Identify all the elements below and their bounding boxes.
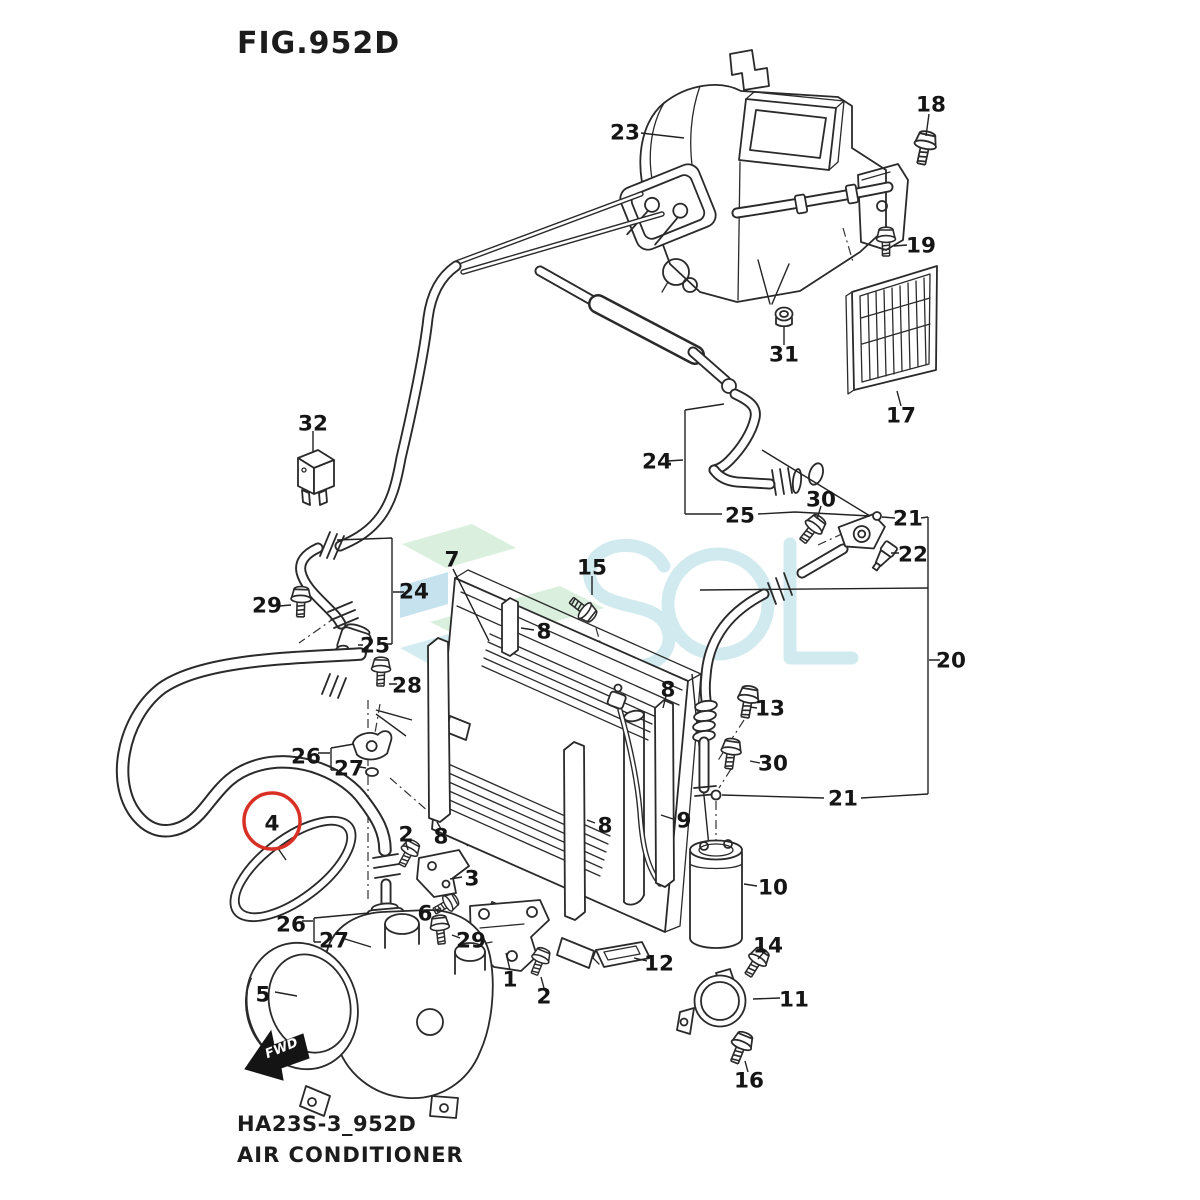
part-label-24: 24: [642, 450, 672, 475]
part-label-3: 3: [465, 867, 480, 892]
part-label-27: 27: [319, 929, 349, 954]
part-label-7: 7: [445, 548, 460, 573]
part-label-21: 21: [828, 787, 858, 812]
part-label-22: 22: [898, 543, 928, 568]
cabin-filter: [845, 265, 938, 395]
part-label-26: 26: [276, 913, 306, 938]
part-label-31: 31: [769, 343, 799, 368]
part-label-32: 32: [298, 412, 328, 437]
part-label-29: 29: [456, 929, 486, 954]
figure-code: HA23S-3_952D: [237, 1112, 417, 1136]
pipe-joint-clamp-26: [351, 730, 393, 761]
part-label-30: 30: [806, 488, 836, 513]
suction-hose: [115, 647, 407, 964]
condenser: [427, 569, 702, 969]
nut-31: [774, 306, 794, 328]
part-label-9: 9: [677, 809, 692, 834]
heater-unit: [619, 49, 909, 305]
part-label-30: 30: [758, 752, 788, 777]
part-label-13: 13: [755, 697, 785, 722]
part-label-25: 25: [725, 504, 755, 529]
part-label-8: 8: [598, 814, 613, 839]
fwd-arrow: FWD: [244, 1029, 310, 1081]
part-label-8: 8: [537, 620, 552, 645]
bolt-28: [370, 656, 392, 688]
part-label-5: 5: [256, 983, 271, 1008]
part-label-18: 18: [916, 93, 946, 118]
o-ring-21: [808, 462, 824, 486]
bolt-18: [909, 128, 940, 168]
o-ring-27-upper: [365, 767, 379, 777]
part-label-20: 20: [936, 649, 966, 674]
receiver-drier: [689, 839, 743, 949]
pressure-switch-22: [871, 540, 898, 572]
bolt-16: [723, 1028, 757, 1068]
part-label-10: 10: [758, 876, 788, 901]
figure-name: AIR CONDITIONER: [237, 1143, 464, 1167]
figure-title: FIG.952D: [237, 26, 401, 61]
liquid-pipe-assembly: [534, 265, 824, 496]
relay: [297, 449, 335, 506]
part-label-6: 6: [418, 902, 433, 927]
drier-clamp: [676, 968, 747, 1035]
part-label-2: 2: [399, 823, 414, 848]
compressor-bracket-3: [416, 849, 470, 898]
part-label-29: 29: [252, 594, 282, 619]
part-label-16: 16: [734, 1069, 764, 1094]
part-label-19: 19: [906, 234, 936, 259]
part-label-12: 12: [644, 952, 674, 977]
part-label-15: 15: [577, 556, 607, 581]
screw-19: [875, 226, 897, 257]
part-label-8: 8: [434, 825, 449, 850]
part-label-8: 8: [661, 678, 676, 703]
part-label-24: 24: [399, 580, 429, 605]
part-label-23: 23: [610, 121, 640, 146]
leader-lines: [274, 113, 940, 1073]
condenser-side-seals: [427, 597, 675, 921]
part-label-21: 21: [893, 507, 923, 532]
highlight-circle-part-4: [242, 791, 302, 851]
part-label-1: 1: [503, 968, 518, 993]
part-label-28: 28: [392, 674, 422, 699]
part-label-27: 27: [334, 757, 364, 782]
part-label-26: 26: [291, 745, 321, 770]
suction-pipe-assembly: [295, 191, 665, 658]
bracket-12: [592, 941, 651, 968]
compressor-pulley: [245, 941, 359, 1071]
fasteners: [289, 128, 940, 1068]
compressor: [245, 909, 494, 1119]
part-label-14: 14: [753, 934, 783, 959]
part-label-2: 2: [537, 985, 552, 1010]
figure-footer: HA23S-3_952D AIR CONDITIONER: [237, 1112, 464, 1167]
part-label-17: 17: [886, 404, 916, 429]
part-label-11: 11: [779, 988, 809, 1013]
part-label-4: 4: [265, 812, 280, 837]
condenser-outlet-pipe: [606, 683, 663, 887]
part-label-25: 25: [360, 634, 390, 659]
bolt-29-left: [289, 585, 313, 618]
